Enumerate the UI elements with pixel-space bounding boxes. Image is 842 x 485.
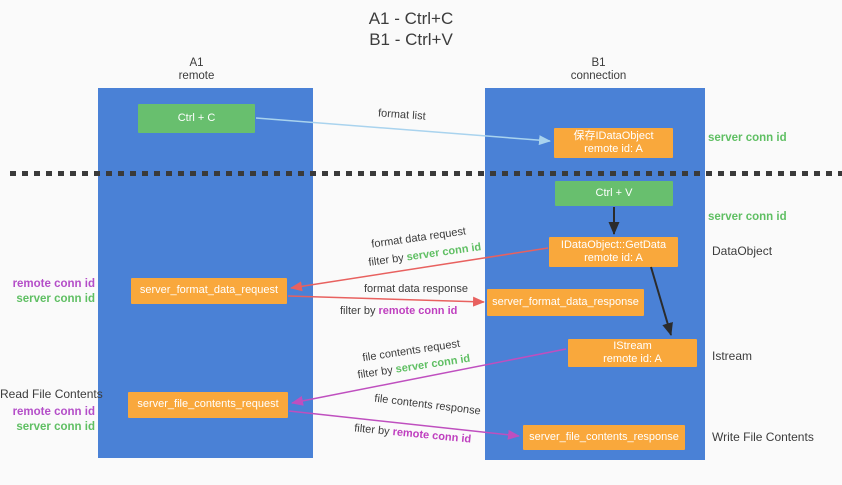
filter-by-text: filter by [353,422,394,439]
save-idataobject-remote-id: remote id: A [584,143,643,155]
idataobject-getdata-title: IDataObject::GetData [560,238,667,251]
diagram-title-line2: B1 - Ctrl+V [369,30,453,49]
lifeline-b1-subtitle: connection [570,70,627,82]
istream-remote-id: remote id: A [603,353,662,365]
idataobject-getdata-remote-id: remote id: A [584,252,643,264]
diagram-title-line1: A1 - Ctrl+C [368,9,454,28]
save-idataobject-title: 保存IDataObject [573,129,654,142]
save-idataobject-box: 保存IDataObject remote id: A [554,128,673,158]
lifeline-a1-header: A1 remote [94,57,299,83]
format-list-label: format list [377,107,427,123]
server-file-contents-response-label: server_file_contents_response [529,430,679,443]
server-format-data-request-box: server_format_data_request [131,278,287,304]
istream-annotation: Istream [712,349,753,363]
server-conn-id-annotation-lower-left: server conn id [16,421,95,433]
lifeline-b1-name: B1 [591,57,606,69]
ctrl-v-label: Ctrl + V [595,186,633,199]
remote-conn-id-annotation-lower: remote conn id [12,406,95,418]
server-conn-id-annotation-top: server conn id [708,132,787,144]
filter-by-text: filter by [340,305,379,317]
istream-title: IStream [613,339,652,352]
file-contents-response-label: file contents response [373,392,482,418]
server-format-data-response-box: server_format_data_response [487,289,644,316]
server-conn-id-annotation-mid: server conn id [708,211,787,223]
diagram-title: A1 - Ctrl+C B1 - Ctrl+V [300,8,522,50]
istream-box: IStream remote id: A [568,339,697,367]
ctrl-c-label: Ctrl + C [177,111,216,124]
server-file-contents-request-box: server_file_contents_request [128,392,288,418]
remote-conn-id-annotation-upper: remote conn id [12,278,95,290]
format-data-response-arrow [287,295,485,307]
idataobject-getdata-box: IDataObject::GetData remote id: A [549,237,678,267]
server-file-contents-request-label: server_file_contents_request [137,398,279,411]
file-contents-response-filter-label: filter by remote conn id [354,422,472,445]
write-file-contents-annotation: Write File Contents [712,430,814,444]
ctrl-c-box: Ctrl + C [138,104,255,133]
format-data-response-label: format data response [364,283,468,295]
dataobject-annotation: DataObject [712,244,773,258]
lifeline-a1-subtitle: remote [178,70,215,82]
server-file-contents-response-box: server_file_contents_response [523,425,685,450]
server-conn-id-annotation-upper-left: server conn id [16,293,95,305]
remote-conn-id-key: remote conn id [378,305,458,317]
lifeline-b1-header: B1 connection [496,57,701,83]
filter-by-text: filter by [356,363,397,382]
lifeline-a1-name: A1 [189,57,204,69]
remote-conn-id-key: remote conn id [392,426,472,446]
server-format-data-request-label: server_format_data_request [139,284,279,297]
server-format-data-response-label: server_format_data_response [492,295,639,308]
dotted-separator-line [10,171,842,176]
filter-by-text: filter by [367,251,408,269]
server-conn-id-key: server conn id [405,241,483,264]
read-file-contents-annotation: Read File Contents [0,387,103,401]
ctrl-v-box: Ctrl + V [555,181,673,206]
format-data-response-filter-label: filter by remote conn id [340,305,457,317]
